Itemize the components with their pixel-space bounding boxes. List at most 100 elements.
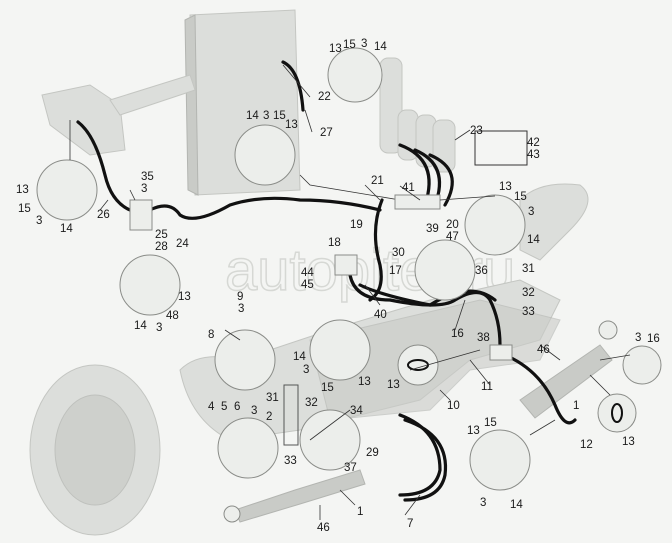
pipe-19 bbox=[299, 174, 401, 201]
callout: 10 bbox=[447, 400, 460, 412]
callout: 3 bbox=[303, 364, 309, 376]
detail-circle-filter bbox=[119, 254, 181, 316]
callout: 31 bbox=[522, 263, 535, 275]
callout: 20 bbox=[446, 219, 459, 231]
callout: 37 bbox=[344, 462, 357, 474]
callout: 3 bbox=[635, 332, 641, 344]
hose-26 bbox=[76, 120, 137, 214]
hose-40 bbox=[348, 273, 502, 347]
detail-circle-pin bbox=[622, 345, 662, 385]
detail-circle-axle bbox=[217, 417, 279, 479]
callout: 3 bbox=[480, 497, 486, 509]
hose-24 bbox=[148, 196, 382, 220]
callout: 22 bbox=[318, 91, 331, 103]
callout: 14 bbox=[60, 223, 73, 235]
callout: 13 bbox=[622, 436, 635, 448]
callout: 32 bbox=[522, 287, 535, 299]
detail-circle-bracket bbox=[214, 329, 276, 391]
hose-7b bbox=[403, 418, 448, 502]
bracket-31-33 bbox=[283, 384, 299, 446]
callout: 14 bbox=[293, 351, 306, 363]
callout: 25 bbox=[155, 229, 168, 241]
callout: 24 bbox=[176, 238, 189, 250]
hose-group-41c bbox=[428, 153, 454, 207]
callout: 3 bbox=[263, 110, 269, 122]
bracket-42-43 bbox=[474, 130, 528, 166]
callout: 2 bbox=[266, 411, 272, 423]
callout: 6 bbox=[234, 401, 240, 413]
callout: 40 bbox=[374, 309, 387, 321]
callout: 13 bbox=[387, 379, 400, 391]
callout: 4 bbox=[208, 401, 215, 413]
steering-cylinder-right bbox=[519, 344, 613, 419]
callout: 15 bbox=[514, 191, 527, 203]
leader-lines bbox=[69, 64, 631, 520]
callout: 3 bbox=[528, 206, 534, 218]
callout: 14 bbox=[374, 41, 387, 53]
accumulator-1 bbox=[379, 57, 403, 154]
callout: 18 bbox=[328, 237, 341, 249]
callout: 42 bbox=[527, 137, 540, 149]
pump-shaft bbox=[109, 74, 196, 116]
detail-circle-pump bbox=[36, 159, 98, 221]
callout: 3 bbox=[141, 183, 147, 195]
detail-circle-valve bbox=[464, 194, 526, 256]
callout: 23 bbox=[470, 125, 483, 137]
wheel-flange bbox=[54, 394, 136, 506]
callout: 45 bbox=[301, 279, 314, 291]
callout: 44 bbox=[301, 267, 314, 279]
filter-25 bbox=[129, 199, 153, 231]
hose-22 bbox=[281, 60, 305, 112]
callout: 3 bbox=[36, 215, 42, 227]
valve-18 bbox=[334, 254, 358, 276]
callout: 8 bbox=[208, 329, 214, 341]
callout: 1 bbox=[573, 400, 579, 412]
callout: 3 bbox=[238, 303, 244, 315]
callout: 27 bbox=[320, 127, 333, 139]
callout: 12 bbox=[580, 439, 593, 451]
callout: 26 bbox=[97, 209, 110, 221]
detail-circle-36 bbox=[414, 239, 476, 301]
callout: 33 bbox=[284, 455, 297, 467]
callout: 15 bbox=[484, 417, 497, 429]
callout: 3 bbox=[361, 38, 367, 50]
detail-circle-bottom bbox=[469, 429, 531, 491]
callout: 15 bbox=[18, 203, 31, 215]
pump bbox=[41, 84, 126, 156]
callout: 35 bbox=[141, 171, 154, 183]
callout: 16 bbox=[451, 328, 464, 340]
cylinder-eye-left bbox=[223, 505, 241, 523]
callout: 41 bbox=[402, 182, 415, 194]
detail-circle-29 bbox=[299, 409, 361, 471]
callout: 7 bbox=[407, 518, 413, 530]
detail-circle-oring bbox=[397, 344, 439, 386]
tee-38 bbox=[489, 344, 513, 361]
callout: 28 bbox=[155, 241, 168, 253]
callout: 13 bbox=[178, 291, 191, 303]
callout: 36 bbox=[475, 265, 488, 277]
callout: 31 bbox=[266, 392, 279, 404]
callout: 32 bbox=[305, 397, 318, 409]
cylinder-eye-right bbox=[598, 320, 618, 340]
callout: 14 bbox=[246, 110, 259, 122]
callout: 30 bbox=[392, 247, 405, 259]
callout: 9 bbox=[237, 291, 243, 303]
detail-circle-mid bbox=[309, 319, 371, 381]
callout: 13 bbox=[358, 376, 371, 388]
callout: 15 bbox=[273, 110, 286, 122]
callout: 19 bbox=[350, 219, 363, 231]
callout: 46 bbox=[317, 522, 330, 534]
callout: 17 bbox=[389, 265, 402, 277]
callout: 13 bbox=[329, 43, 342, 55]
valve-block-20 bbox=[394, 194, 441, 210]
callout: 21 bbox=[371, 175, 384, 187]
callout: 16 bbox=[647, 333, 660, 345]
tank-side bbox=[184, 14, 199, 196]
callout: 14 bbox=[527, 234, 540, 246]
callout: 13 bbox=[285, 119, 298, 131]
detail-circle-oring-right bbox=[597, 393, 637, 433]
detail-circle-tank bbox=[234, 124, 296, 186]
callout: 14 bbox=[510, 499, 523, 511]
callout: 13 bbox=[499, 181, 512, 193]
